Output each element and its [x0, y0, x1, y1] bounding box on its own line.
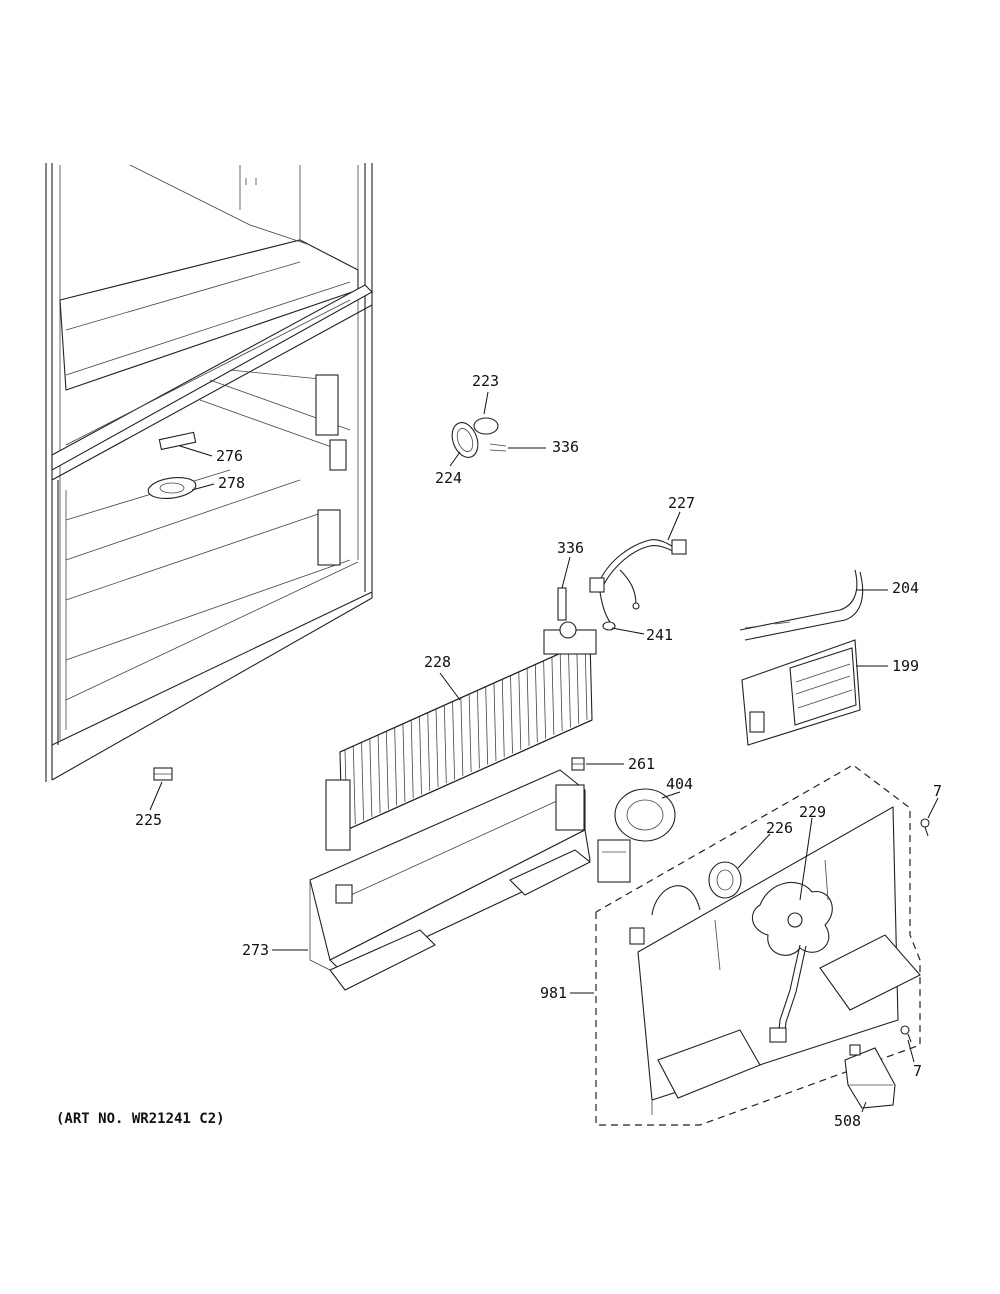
callout-241: 241	[646, 626, 673, 644]
leader-lines	[149, 391, 939, 1113]
cabinet-drawing	[45, 163, 373, 782]
callout-981: 981	[540, 984, 567, 1002]
callout-223: 223	[472, 372, 499, 390]
part-227-harness-drawing	[557, 539, 687, 631]
callout-336-upper: 336	[552, 438, 579, 456]
part-228-evaporator-drawing	[325, 621, 597, 851]
art-number: (ART NO. WR21241 C2)	[56, 1111, 225, 1127]
callout-228: 228	[424, 653, 451, 671]
part-261-drawing	[571, 757, 585, 771]
part-981-assembly-drawing	[595, 764, 921, 1126]
evaporator-fin	[576, 645, 580, 724]
evaporator-fin	[410, 720, 414, 799]
callout-204: 204	[892, 579, 919, 597]
evaporator-fin	[485, 686, 489, 765]
evaporator-fin	[518, 671, 522, 750]
evaporator-fin	[468, 694, 472, 773]
part-404-motor-drawing	[597, 788, 676, 883]
callout-276: 276	[216, 447, 243, 465]
callout-508: 508	[834, 1112, 861, 1130]
evaporator-fin	[534, 664, 538, 743]
callout-336-lower: 336	[557, 539, 584, 557]
evaporator-fin	[452, 701, 455, 780]
part-508-cover-drawing	[844, 1044, 896, 1109]
evaporator-fin	[402, 723, 406, 802]
callout-404: 404	[666, 775, 693, 793]
evaporator-fin	[551, 656, 555, 735]
evaporator-fin	[477, 690, 480, 769]
callout-226: 226	[766, 819, 793, 837]
evaporator-fin	[369, 738, 373, 817]
callout-225: 225	[135, 811, 162, 829]
evaporator-fin	[377, 735, 381, 814]
callout-273: 273	[242, 941, 269, 959]
evaporator-fin	[501, 679, 505, 758]
callout-224: 224	[435, 469, 462, 487]
evaporator-fin	[526, 668, 530, 747]
evaporator-fin	[460, 697, 464, 776]
evaporator-fin	[394, 727, 398, 806]
evaporator-fin	[435, 709, 439, 788]
callout-229: 229	[799, 803, 826, 821]
callout-labels: 223 336 224 276 278 227 336 204 241 228 …	[56, 372, 942, 1130]
evaporator-fin	[510, 675, 513, 754]
part-273-drain-pan-drawing	[309, 769, 592, 991]
callout-199: 199	[892, 657, 919, 675]
evaporator-fin	[584, 641, 588, 721]
evaporator-fin	[543, 660, 547, 739]
evaporator-fin	[427, 712, 431, 791]
evaporator-fin	[568, 649, 571, 728]
callout-278: 278	[218, 474, 245, 492]
part-7-screws-drawing	[900, 818, 930, 1043]
part-225-drawing	[153, 767, 173, 781]
part-204-199-drawing	[739, 569, 864, 746]
callout-261: 261	[628, 755, 655, 773]
callout-7-lower: 7	[913, 1062, 922, 1080]
part-224-grille-drawing	[451, 417, 507, 458]
evaporator-fin	[559, 653, 563, 732]
evaporator-fin	[493, 682, 497, 761]
evaporator-fin	[352, 746, 356, 825]
callout-7-upper: 7	[933, 782, 942, 800]
evaporator-fin	[419, 716, 422, 795]
evaporator-fin	[385, 731, 389, 810]
evaporator-fin	[443, 705, 447, 784]
callout-227: 227	[668, 494, 695, 512]
evaporator-fin	[361, 742, 364, 821]
